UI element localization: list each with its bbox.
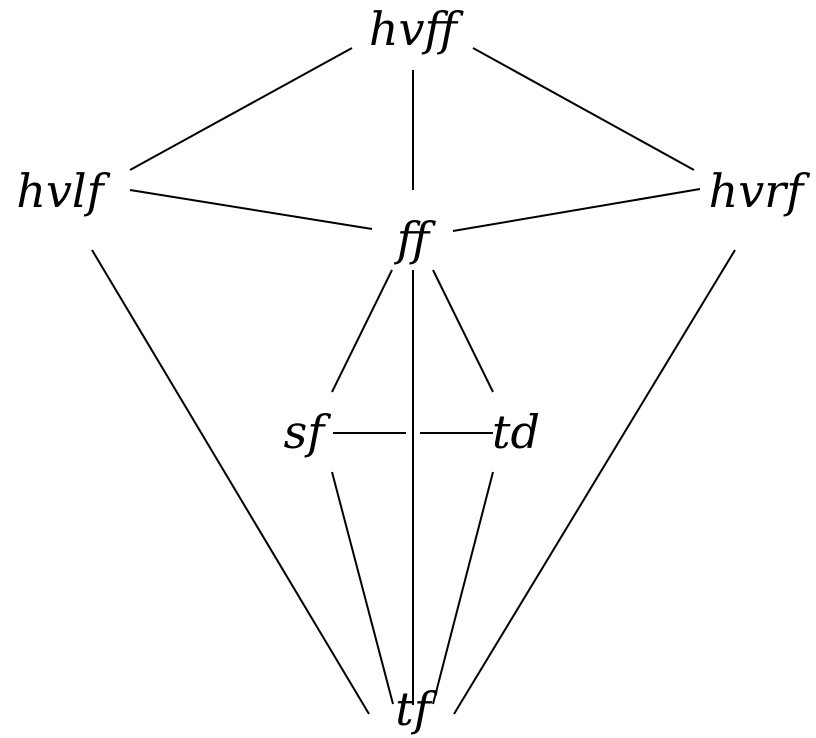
edge-hvrf-tf <box>453 249 736 715</box>
label-layer: hvff hvlf hvrf ff sf td tf <box>16 2 810 736</box>
node-hvrf: hvrf <box>709 164 811 218</box>
node-hvlf: hvlf <box>16 164 110 218</box>
edge-layer <box>91 47 736 715</box>
edge-sf-tf <box>331 471 394 705</box>
node-sf: sf <box>284 405 332 459</box>
edge-ff-td <box>432 269 494 393</box>
edge-ff-sf <box>331 269 393 393</box>
edge-hvrf-ff <box>452 188 701 232</box>
node-tf: tf <box>395 682 437 736</box>
node-ff: ff <box>394 212 437 266</box>
edge-hvlf-tf <box>91 249 370 715</box>
node-hvff: hvff <box>369 2 465 56</box>
edge-hvlf-ff <box>129 189 373 230</box>
node-td: td <box>492 405 540 459</box>
edge-td-tf <box>432 471 494 705</box>
edge-hvff-hvlf <box>129 47 353 171</box>
edge-hvff-hvrf <box>472 47 695 171</box>
